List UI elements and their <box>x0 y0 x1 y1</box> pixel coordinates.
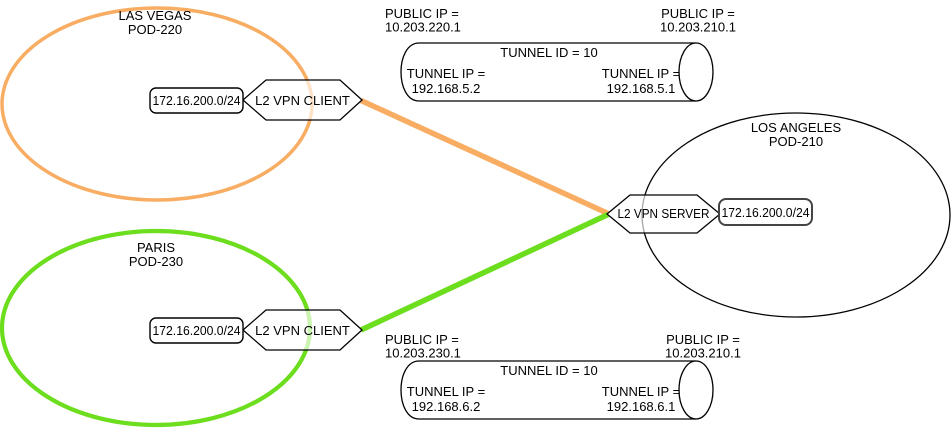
tunnel-cylinder-end-cap <box>678 360 714 420</box>
los-angeles-pod-name: POD-210 <box>769 134 823 149</box>
server-public-ip-label: PUBLIC IP = <box>661 6 735 21</box>
server-public-ip-value: 10.203.210.1 <box>660 20 736 35</box>
paris-to-la-link-line <box>359 212 610 333</box>
tunnel-cylinder-paris-la: PUBLIC IP = 10.203.230.1 PUBLIC IP = 10.… <box>385 332 741 420</box>
tunnel-cylinder-body <box>400 360 696 420</box>
vpn-server-label: L2 VPN SERVER <box>618 206 710 221</box>
tunnel-cylinder-body <box>400 42 696 102</box>
vpn-client-hexagon <box>242 79 363 121</box>
los-angeles-vpn-server-node: L2 VPN SERVER 172.16.200.0/24 <box>605 194 813 234</box>
los-angeles-site-name: LOS ANGELES <box>751 120 842 135</box>
server-public-ip-label: PUBLIC IP = <box>666 332 740 347</box>
server-tunnel-ip-value: 192.168.6.1 <box>607 399 676 414</box>
las-vegas-to-la-link-line <box>359 97 610 217</box>
subnet-box <box>718 198 813 226</box>
tunnel-cylinder-las-vegas-la: PUBLIC IP = 10.203.220.1 PUBLIC IP = 10.… <box>385 6 736 102</box>
client-tunnel-ip-label: TUNNEL IP = <box>407 66 485 81</box>
paris-pod-name: POD-230 <box>129 254 183 269</box>
subnet-label: 172.16.200.0/24 <box>153 323 241 338</box>
tunnel-id-label: TUNNEL ID = 10 <box>500 45 597 60</box>
las-vegas-site-name: LAS VEGAS <box>119 8 192 23</box>
vpn-client-label: L2 VPN CLIENT <box>255 323 350 338</box>
tunnel-id-label: TUNNEL ID = 10 <box>500 363 597 378</box>
client-public-ip-label: PUBLIC IP = <box>385 332 459 347</box>
vpn-client-label: L2 VPN CLIENT <box>255 93 350 108</box>
client-public-ip-label: PUBLIC IP = <box>385 6 459 21</box>
subnet-box <box>149 317 244 344</box>
paris-vpn-client-node: L2 VPN CLIENT 172.16.200.0/24 <box>149 309 363 351</box>
client-public-ip-value: 10.203.230.1 <box>385 346 461 361</box>
client-public-ip-value: 10.203.220.1 <box>385 20 461 35</box>
paris-site-name: PARIS <box>137 240 175 255</box>
subnet-box <box>149 87 244 114</box>
client-tunnel-ip-label: TUNNEL IP = <box>407 384 485 399</box>
server-tunnel-ip-value: 192.168.5.1 <box>607 81 676 96</box>
las-vegas-pod-name: POD-220 <box>128 22 182 37</box>
server-public-ip-value: 10.203.210.1 <box>665 346 741 361</box>
client-tunnel-ip-value: 192.168.5.2 <box>412 81 481 96</box>
server-tunnel-ip-label: TUNNEL IP = <box>602 384 680 399</box>
vpn-client-hexagon <box>242 309 363 351</box>
server-tunnel-ip-label: TUNNEL IP = <box>602 66 680 81</box>
subnet-label: 172.16.200.0/24 <box>722 205 810 220</box>
client-tunnel-ip-value: 192.168.6.2 <box>412 399 481 414</box>
las-vegas-vpn-client-node: L2 VPN CLIENT 172.16.200.0/24 <box>149 79 363 121</box>
tunnel-cylinder-end-cap <box>678 42 714 102</box>
subnet-label: 172.16.200.0/24 <box>153 93 241 108</box>
